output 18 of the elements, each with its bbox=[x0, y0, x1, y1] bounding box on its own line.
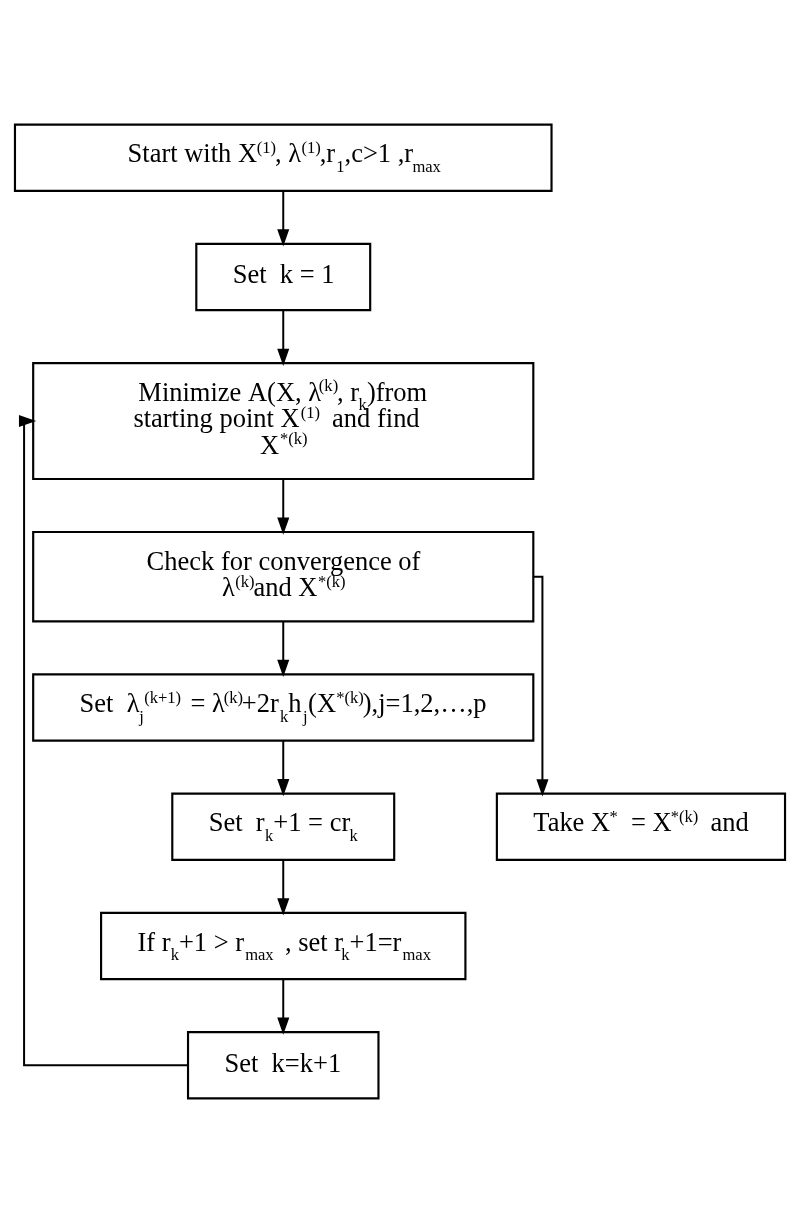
node-box: Set k=k+1 bbox=[186, 1031, 380, 1100]
node-box: Set λ$_{j}$$^{(k+1)}$ = λ$^{(k)}$+2r$_{k}$h$_{j}$(X$^{*(k)}$),j=1,2,…,p bbox=[32, 673, 535, 742]
node-box: Set r$_{k}$+1 = cr$_{k}$ bbox=[171, 792, 396, 861]
arrow bbox=[277, 620, 290, 678]
node-box: Minimize A(X, λ$^{(k)}$, r$_{k}$)from starting point X$^{(1)}$ and find X$^{*(k)}$ bbox=[32, 362, 535, 481]
node-box: Check for convergence of λ$^{(k)}$and X$^{*(k)}$ bbox=[32, 530, 535, 623]
arrow bbox=[18, 415, 190, 1067]
arrow bbox=[277, 478, 290, 535]
node-box: Take X$^{*}$ = X$^{*(k)}$ and bbox=[495, 792, 787, 861]
node-box: If r$_{k}$+1 > r$_{max}$ , set r$_{k}$+1=r$_{max}$ bbox=[100, 911, 467, 981]
arrow bbox=[277, 189, 290, 247]
arrow bbox=[277, 739, 290, 797]
node-box: Start with X$^{(1)}$, λ$^{(1)}$,r$_{1}$,c>1 ,r$_{max}$ bbox=[13, 123, 553, 192]
node-box: Set k = 1 bbox=[195, 242, 372, 312]
arrow bbox=[277, 309, 290, 366]
arrow bbox=[277, 859, 290, 916]
arrow bbox=[277, 978, 290, 1035]
arrow bbox=[532, 575, 549, 797]
